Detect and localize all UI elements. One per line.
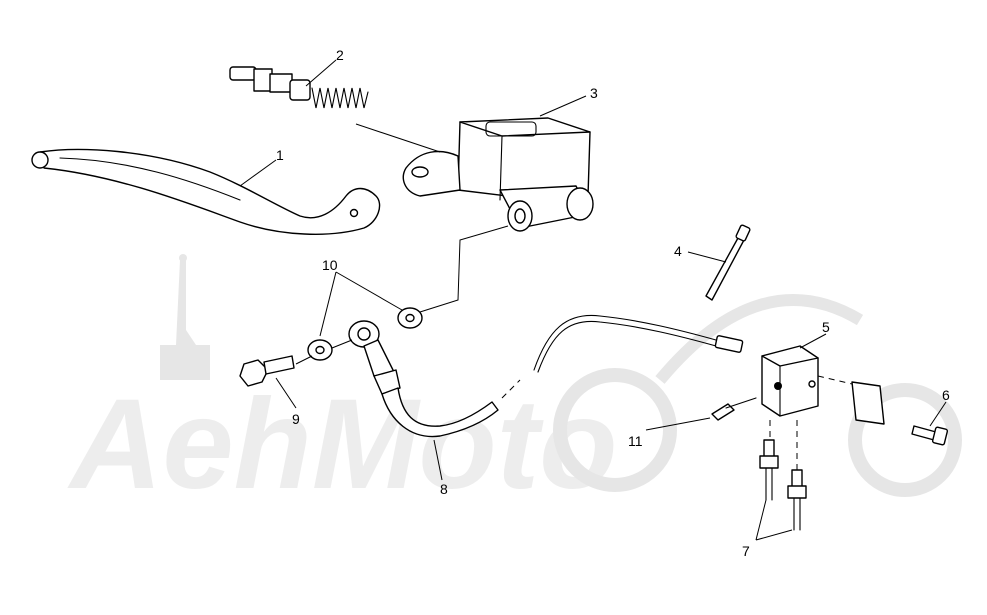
banjo-bolt [239,355,295,387]
callout-11: 11 [628,433,643,449]
brake-lever [31,148,381,235]
brake-line [533,314,744,373]
brake-hose [348,320,499,438]
callout-1: 1 [276,147,284,163]
callout-9: 9 [292,411,300,427]
fitting-11 [711,397,757,421]
watermark-logo: AehMoto [67,254,962,516]
callout-3: 3 [590,85,598,101]
callout-8: 8 [440,481,448,497]
callout-10: 10 [322,257,338,273]
cable-tie [705,224,751,301]
callout-4: 4 [674,243,682,259]
callout-7: 7 [742,543,750,559]
master-cylinder [355,117,594,232]
callout-labels: 1 2 3 4 5 6 7 8 9 10 11 [276,47,950,559]
callout-5: 5 [822,319,830,335]
assembly-lines [295,225,521,399]
callout-6: 6 [942,387,950,403]
callout-2: 2 [336,47,344,63]
brake-fittings [759,420,807,531]
watermark-text: AehMoto [67,373,617,516]
piston-assembly [229,66,369,109]
spring [311,87,369,109]
leader-lines [239,59,947,541]
washers [307,307,423,361]
junction-block [761,345,885,425]
bolt-6 [911,425,949,446]
